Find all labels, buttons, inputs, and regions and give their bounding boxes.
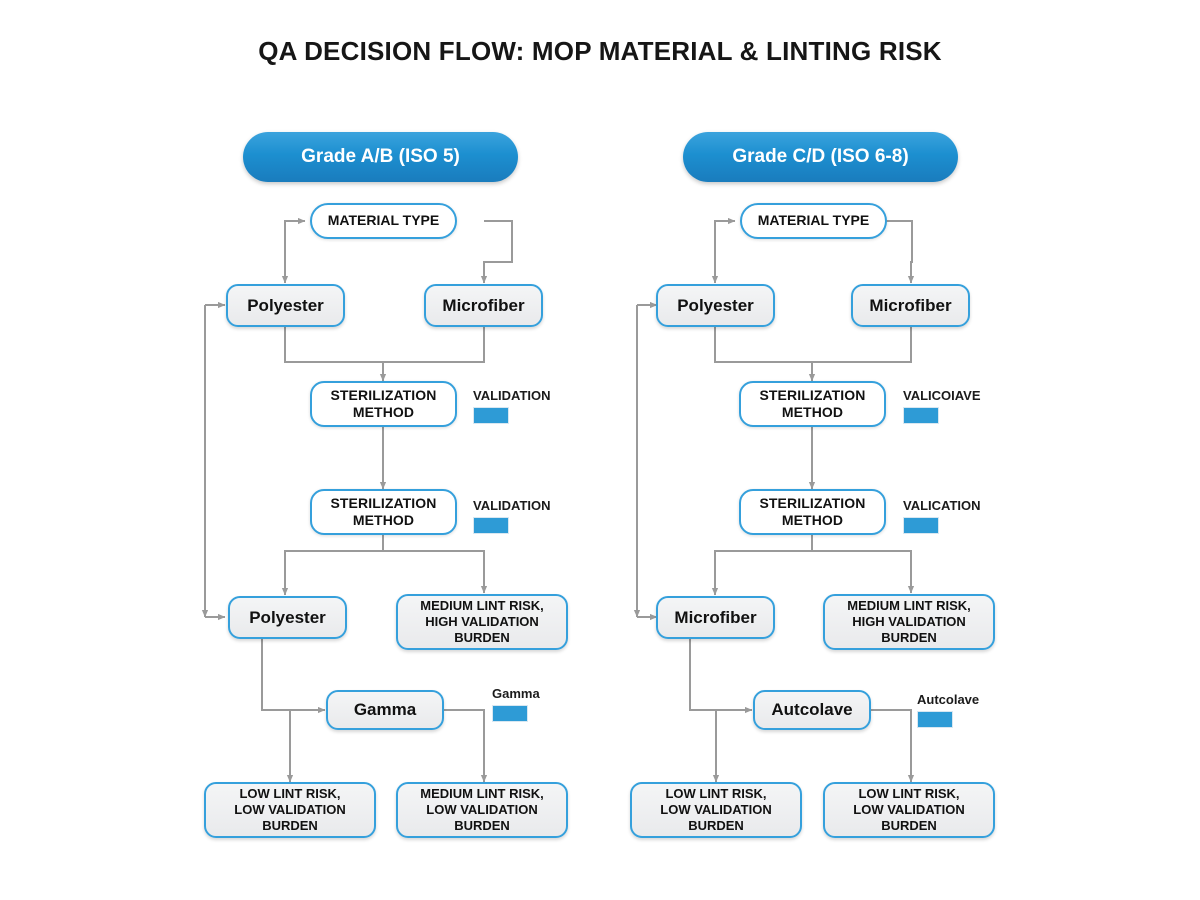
node-branch-polyester-cd[interactable]: Polyester (656, 284, 775, 327)
legend-validation-1-cd: VALICOIAVE (903, 388, 981, 424)
wire-right-entry (714, 217, 736, 240)
node-label: STERILIZATION METHOD (330, 494, 437, 529)
wire-left-join-1 (284, 327, 485, 363)
node-sterilization-2-ab[interactable]: STERILIZATION METHOD (310, 489, 457, 535)
node-label: Microfiber (869, 295, 952, 315)
node-material-type-cd[interactable]: MATERIAL TYPE (740, 203, 887, 239)
node-risk-ab[interactable]: MEDIUM LINT RISK, HIGH VALIDATION BURDEN (396, 594, 568, 650)
legend-validation-1-ab: VALIDATION (473, 388, 551, 424)
legend-label: VALICOIAVE (903, 388, 981, 403)
legend-swatch (473, 407, 509, 424)
node-label: MEDIUM LINT RISK, HIGH VALIDATION BURDEN (420, 597, 544, 646)
legend-method-ab: Gamma (492, 686, 540, 722)
wire-left-ster2-to-result (281, 535, 384, 596)
node-label: Polyester (247, 295, 324, 315)
node-branch-microfiber-cd[interactable]: Microfiber (851, 284, 970, 327)
node-label: MATERIAL TYPE (757, 212, 870, 229)
legend-swatch (473, 517, 509, 534)
node-sterilization-2-cd[interactable]: STERILIZATION METHOD (739, 489, 886, 535)
legend-swatch (903, 407, 939, 424)
node-branch-polyester-ab[interactable]: Polyester (226, 284, 345, 327)
node-sterilization-1-cd[interactable]: STERILIZATION METHOD (739, 381, 886, 427)
node-label: STERILIZATION METHOD (759, 494, 866, 529)
node-method-cd[interactable]: Autcolave (753, 690, 871, 730)
legend-swatch (917, 711, 953, 728)
wire-right-mat-to-microfiber (884, 220, 915, 284)
grade-header-ab[interactable]: Grade A/B (ISO 5) (243, 132, 518, 182)
node-label: STERILIZATION METHOD (330, 386, 437, 421)
wire-left-method-to-outcome-right (444, 709, 488, 783)
node-label: STERILIZATION METHOD (759, 386, 866, 421)
node-outcome-right-ab[interactable]: MEDIUM LINT RISK, LOW VALIDATION BURDEN (396, 782, 568, 838)
page-title: QA DECISION FLOW: MOP MATERIAL & LINTING… (258, 36, 942, 66)
grade-header-cd[interactable]: Grade C/D (ISO 6-8) (683, 132, 958, 182)
wire-right-join-1 (714, 327, 912, 363)
wire-right-ster2-to-result (711, 535, 813, 596)
legend-validation-2-ab: VALIDATION (473, 498, 551, 534)
node-label: MEDIUM LINT RISK, HIGH VALIDATION BURDEN (847, 597, 971, 646)
legend-label: VALICATION (903, 498, 981, 513)
wire-left-mat-to-microfiber (480, 220, 513, 284)
node-label: Gamma (353, 700, 417, 720)
node-label: Polyester (249, 607, 326, 627)
legend-swatch (492, 705, 528, 722)
wire-right-ster2-to-risk (812, 550, 915, 594)
wire-left-result-to-method (261, 639, 326, 714)
wire-left-entry (284, 217, 306, 240)
legend-method-cd: Autcolave (917, 692, 979, 728)
node-material-type-ab[interactable]: MATERIAL TYPE (310, 203, 457, 239)
node-label: Polyester (677, 295, 754, 315)
node-branch-microfiber-ab[interactable]: Microfiber (424, 284, 543, 327)
node-label: MATERIAL TYPE (327, 212, 440, 229)
wire-right-method-to-outcome-right (870, 709, 915, 783)
node-label: Microfiber (442, 295, 525, 315)
node-outcome-left-cd[interactable]: LOW LINT RISK, LOW VALIDATION BURDEN (630, 782, 802, 838)
node-label: MEDIUM LINT RISK, LOW VALIDATION BURDEN (420, 785, 544, 834)
node-sterilization-1-ab[interactable]: STERILIZATION METHOD (310, 381, 457, 427)
legend-label: Gamma (492, 686, 540, 701)
node-outcome-left-ab[interactable]: LOW LINT RISK, LOW VALIDATION BURDEN (204, 782, 376, 838)
legend-swatch (903, 517, 939, 534)
node-method-ab[interactable]: Gamma (326, 690, 444, 730)
node-label: LOW LINT RISK, LOW VALIDATION BURDEN (853, 785, 965, 834)
legend-label: Autcolave (917, 692, 980, 707)
legend-label: VALIDATION (473, 388, 551, 403)
node-label: Autcolave (771, 700, 853, 720)
node-risk-cd[interactable]: MEDIUM LINT RISK, HIGH VALIDATION BURDEN (823, 594, 995, 650)
node-label: LOW LINT RISK, LOW VALIDATION BURDEN (660, 785, 772, 834)
wire-right-result-to-method (689, 639, 753, 714)
legend-validation-2-cd: VALICATION (903, 498, 981, 534)
node-label: Microfiber (674, 607, 757, 627)
node-outcome-right-cd[interactable]: LOW LINT RISK, LOW VALIDATION BURDEN (823, 782, 995, 838)
node-label: LOW LINT RISK, LOW VALIDATION BURDEN (234, 785, 346, 834)
node-material-result-cd[interactable]: Microfiber (656, 596, 775, 639)
legend-label: VALIDATION (473, 498, 551, 513)
node-material-result-ab[interactable]: Polyester (228, 596, 347, 639)
wire-left-ster2-to-risk (383, 550, 488, 594)
